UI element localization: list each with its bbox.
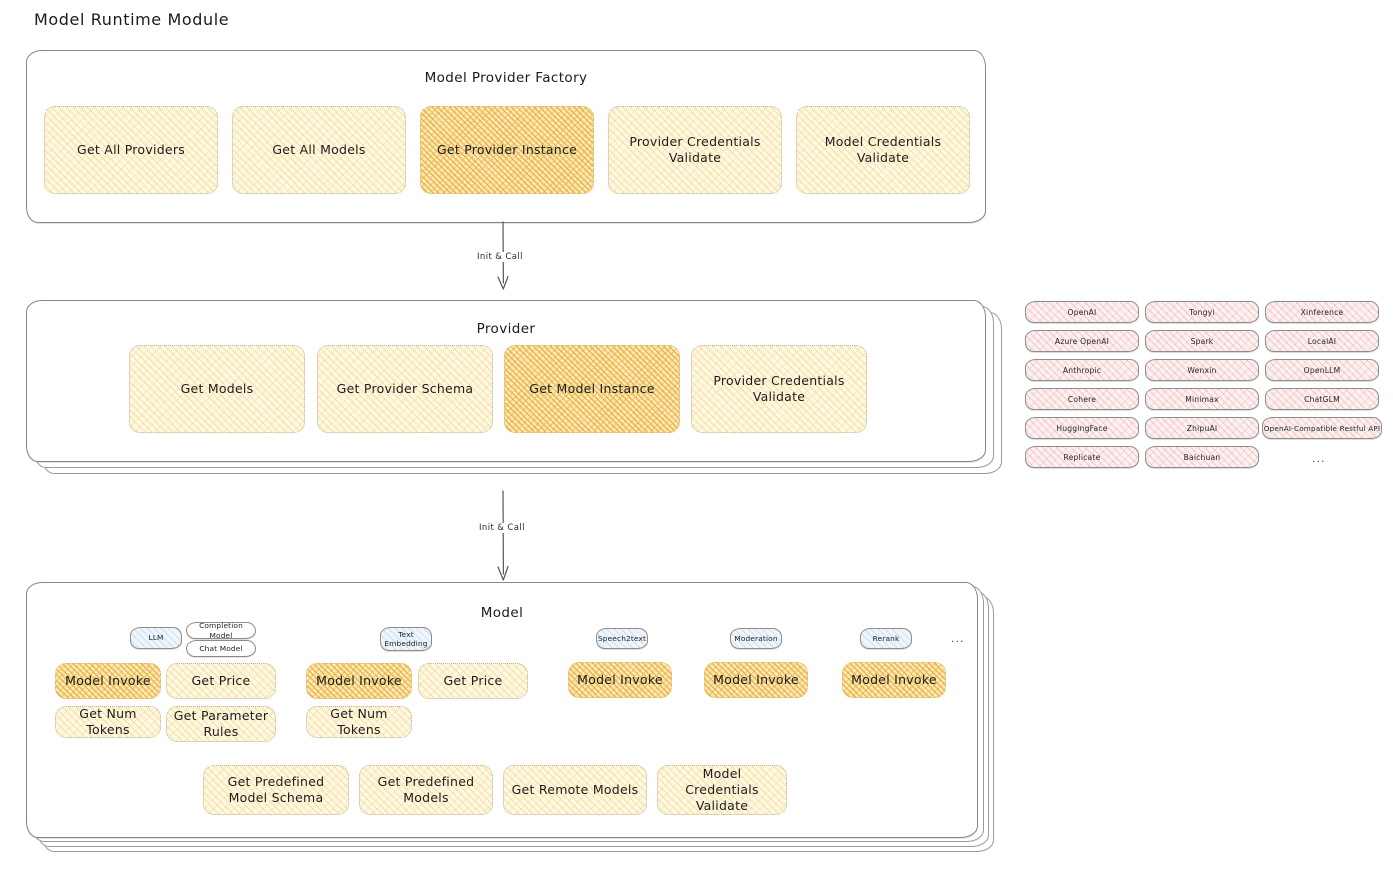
provider-chip-openai[interactable]: OpenAI [1025, 301, 1139, 323]
arrow-label-init-and-call-1: Init & Call [474, 252, 526, 262]
provider-chip-cohere[interactable]: Cohere [1025, 388, 1139, 410]
arrow-provider-to-model [497, 490, 509, 581]
model-type-badge-moderation[interactable]: Moderation [730, 628, 782, 649]
provider-chip-wenxin[interactable]: Wenxin [1145, 359, 1259, 381]
rerank-card-model-invoke[interactable]: Model Invoke [842, 662, 946, 698]
provider-card-get-provider-schema[interactable]: Get Provider Schema [317, 345, 493, 433]
provider-chip-openai-compatible-restful-api[interactable]: OpenAI-Compatible Restful API [1262, 417, 1382, 439]
provider-chip-chatglm[interactable]: ChatGLM [1265, 388, 1379, 410]
text-embedding-card-model-invoke[interactable]: Model Invoke [306, 663, 412, 699]
provider-chip-minimax[interactable]: Minimax [1145, 388, 1259, 410]
model-sub-badge-completion-model[interactable]: Completion Model [186, 621, 256, 640]
model-card-get-predefined-model-schema[interactable]: Get Predefined Model Schema [203, 765, 349, 815]
provider-chip-huggingface[interactable]: HuggingFace [1025, 417, 1139, 439]
provider-chip-spark[interactable]: Spark [1145, 330, 1259, 352]
llm-card-get-price[interactable]: Get Price [166, 663, 276, 699]
model-sub-badge-chat-model[interactable]: Chat Model [186, 640, 256, 657]
llm-card-get-num-tokens[interactable]: Get Num Tokens [55, 706, 161, 738]
factory-card-get-all-providers[interactable]: Get All Providers [44, 106, 218, 194]
provider-title: Provider [476, 321, 536, 337]
provider-card-get-model-instance[interactable]: Get Model Instance [504, 345, 680, 433]
model-card-get-predefined-models[interactable]: Get Predefined Models [359, 765, 493, 815]
provider-chip-openllm[interactable]: OpenLLM [1265, 359, 1379, 381]
model-title: Model [480, 605, 524, 621]
model-provider-factory-title: Model Provider Factory [424, 70, 588, 86]
llm-card-model-invoke[interactable]: Model Invoke [55, 663, 161, 699]
provider-chip-tongyi[interactable]: Tongyi [1145, 301, 1259, 323]
provider-chip-anthropic[interactable]: Anthropic [1025, 359, 1139, 381]
provider-card-provider-credentials-validate[interactable]: Provider Credentials Validate [691, 345, 867, 433]
model-type-badge-speech2text[interactable]: Speech2text [596, 628, 648, 649]
text-embedding-card-get-num-tokens[interactable]: Get Num Tokens [306, 706, 412, 738]
model-card-model-credentials-validate[interactable]: Model Credentials Validate [657, 765, 787, 815]
page-title: Model Runtime Module [34, 10, 230, 29]
factory-card-get-all-models[interactable]: Get All Models [232, 106, 406, 194]
model-types-more-ellipsis: ... [951, 632, 965, 645]
factory-card-model-credentials-validate[interactable]: Model Credentials Validate [796, 106, 970, 194]
moderation-card-model-invoke[interactable]: Model Invoke [704, 662, 808, 698]
llm-card-get-parameter-rules[interactable]: Get Parameter Rules [166, 706, 276, 742]
model-card-get-remote-models[interactable]: Get Remote Models [503, 765, 647, 815]
factory-card-provider-credentials-validate[interactable]: Provider Credentials Validate [608, 106, 782, 194]
provider-chip-localai[interactable]: LocalAI [1265, 330, 1379, 352]
provider-chip-xinference[interactable]: Xinference [1265, 301, 1379, 323]
provider-chip-azure-openai[interactable]: Azure OpenAI [1025, 330, 1139, 352]
provider-chip-zhipuai[interactable]: ZhipuAI [1145, 417, 1259, 439]
provider-chip-replicate[interactable]: Replicate [1025, 446, 1139, 468]
arrow-label-init-and-call-2: Init & Call [476, 523, 528, 533]
provider-list-more-ellipsis: ... [1312, 452, 1326, 465]
text-embedding-card-get-price[interactable]: Get Price [418, 663, 528, 699]
factory-card-get-provider-instance[interactable]: Get Provider Instance [420, 106, 594, 194]
model-type-badge-text-embedding[interactable]: Text Embedding [380, 627, 432, 651]
speech2text-card-model-invoke[interactable]: Model Invoke [568, 662, 672, 698]
model-type-badge-llm[interactable]: LLM [130, 627, 182, 649]
model-type-badge-rerank[interactable]: Rerank [860, 628, 912, 649]
provider-chip-baichuan[interactable]: Baichuan [1145, 446, 1259, 468]
provider-card-get-models[interactable]: Get Models [129, 345, 305, 433]
